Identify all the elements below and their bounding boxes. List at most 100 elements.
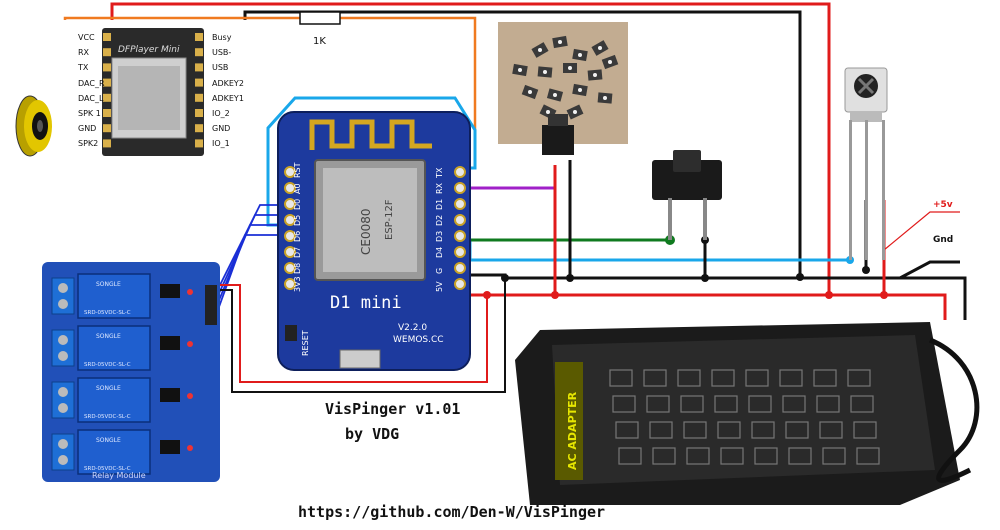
wemos-left-pin-0: RST bbox=[293, 162, 302, 178]
terminal-screw bbox=[58, 283, 68, 293]
dfplayer-left-pin-row bbox=[103, 33, 111, 148]
wemos-pin-hole bbox=[284, 278, 296, 290]
wemos-pin-holes bbox=[284, 166, 466, 290]
relay-part-text: SRD-05VDC-SL-C bbox=[84, 466, 131, 472]
terminal-screw bbox=[58, 299, 68, 309]
cert-mark bbox=[785, 421, 809, 439]
wemos-reset: RESET bbox=[301, 330, 310, 356]
terminal-screw bbox=[58, 387, 68, 397]
cert-mark bbox=[717, 421, 741, 439]
wemos-right-pin-2: D1 bbox=[435, 199, 444, 210]
project-url[interactable]: https://github.com/Den-W/VisPinger bbox=[298, 503, 606, 521]
led-lens bbox=[518, 68, 522, 72]
wire-black-adapter bbox=[900, 276, 967, 320]
relay-terminal-block bbox=[51, 277, 75, 315]
cert-mark bbox=[714, 395, 738, 413]
cert-mark bbox=[819, 421, 843, 439]
df-pad bbox=[103, 78, 111, 87]
df-right-pin-4: ADKEY1 bbox=[212, 94, 244, 103]
wemos-pin-hole bbox=[454, 198, 466, 210]
led-lens bbox=[553, 93, 557, 97]
relay-brand-text: SONGLE bbox=[96, 281, 121, 288]
optocoupler bbox=[160, 440, 180, 454]
wemos-left-pin-6: D8 bbox=[293, 263, 302, 274]
cert-mark bbox=[615, 421, 639, 439]
relay-coil-box bbox=[77, 273, 151, 319]
led-lens bbox=[568, 66, 572, 70]
relay-module: SRD-05VDC-SL-C SONGLE SRD-05VDC-SL-C SONGLE… bbox=[42, 262, 220, 482]
df-right-pin-0: Busy bbox=[212, 33, 232, 42]
wemos-right-pin-5: D4 bbox=[435, 247, 444, 258]
df-right-pin-5: IO_2 bbox=[212, 109, 230, 118]
wemos-right-pin-7: 5V bbox=[435, 281, 444, 292]
wemos-right-pin-1: RX bbox=[435, 182, 444, 194]
adapter-cable bbox=[929, 337, 980, 483]
antenna-trace bbox=[309, 119, 432, 150]
df-pad bbox=[103, 33, 111, 41]
cert-mark bbox=[720, 447, 744, 465]
resistor-label: 1K bbox=[313, 36, 326, 47]
relay-led bbox=[187, 445, 193, 451]
wemos-left-pin-1: A0 bbox=[293, 183, 302, 194]
resistor: 1K bbox=[299, 11, 341, 47]
df-pad bbox=[195, 93, 203, 102]
diagram-title: VisPinger v1.01 bbox=[325, 400, 461, 418]
cert-mark bbox=[683, 421, 707, 439]
df-pad bbox=[195, 63, 203, 72]
led-lens bbox=[578, 88, 582, 92]
ac-adapter: AC ADAPTER bbox=[515, 322, 980, 505]
relay-brand-text: SONGLE bbox=[96, 385, 121, 392]
wemos-right-pin-0: TX bbox=[435, 167, 444, 179]
cert-mark bbox=[779, 369, 803, 387]
led-lens bbox=[528, 90, 532, 94]
cert-mark bbox=[748, 395, 772, 413]
cert-mark bbox=[856, 447, 880, 465]
df-right-pin-1: USB- bbox=[212, 48, 231, 57]
relay-channels: SRD-05VDC-SL-C SONGLE SRD-05VDC-SL-C SONGLE… bbox=[51, 273, 193, 475]
cert-mark bbox=[686, 447, 710, 465]
cert-mark bbox=[822, 447, 846, 465]
wemos-d1-mini-board: ESP-12F CE0080 RST A0 D0 D5 D6 D7 D8 3V3… bbox=[277, 111, 471, 371]
wemos-left-pin-2: D0 bbox=[293, 199, 302, 210]
wemos-version: V2.2.0 bbox=[398, 323, 427, 333]
terminal-screw bbox=[58, 335, 68, 345]
reset-button bbox=[285, 325, 297, 341]
relay-terminal-block bbox=[51, 381, 75, 419]
dfplayer-module: DFPlayer Mini VCC RX TX DAC_R DAC_L SPK … bbox=[55, 20, 250, 160]
dfplayer-name: DFPlayer Mini bbox=[118, 45, 180, 55]
df-pad bbox=[103, 139, 111, 148]
wemos-left-pin-5: D7 bbox=[293, 247, 302, 258]
cert-mark bbox=[652, 447, 676, 465]
df-left-pin-3: DAC_R bbox=[78, 79, 105, 88]
wemos-pin-hole bbox=[284, 182, 296, 194]
cert-mark bbox=[847, 369, 871, 387]
cert-mark bbox=[677, 369, 701, 387]
wemos-pin-hole bbox=[454, 230, 466, 242]
relay-footer: Relay Module bbox=[92, 471, 146, 480]
led-lens bbox=[543, 70, 547, 74]
wemos-pin-hole bbox=[284, 262, 296, 274]
relay-part-text: SRD-05VDC-SL-C bbox=[84, 310, 131, 316]
wemos-name: D1 mini bbox=[330, 293, 402, 313]
cert-mark bbox=[618, 447, 642, 465]
cert-mark bbox=[646, 395, 670, 413]
df-left-pin-7: SPK2 bbox=[78, 139, 98, 148]
relay-led bbox=[187, 393, 193, 399]
led-lens bbox=[546, 110, 550, 114]
wemos-brand: WEMOS.CC bbox=[393, 335, 444, 345]
df-pad bbox=[195, 109, 203, 117]
wemos-pin-hole bbox=[454, 214, 466, 226]
wemos-right-pin-3: D2 bbox=[435, 215, 444, 226]
cert-mark bbox=[816, 395, 840, 413]
df-right-pin-3: ADKEY2 bbox=[212, 79, 244, 88]
relay-coil-box bbox=[77, 325, 151, 371]
cert-mark bbox=[850, 395, 874, 413]
wemos-pin-hole bbox=[284, 214, 296, 226]
cert-mark bbox=[853, 421, 877, 439]
df-pad bbox=[103, 124, 111, 133]
wemos-left-pin-7: 3V3 bbox=[293, 276, 302, 292]
cert-mark bbox=[680, 395, 704, 413]
wire-cyan-ir bbox=[460, 241, 850, 262]
wemos-pin-hole bbox=[284, 198, 296, 210]
